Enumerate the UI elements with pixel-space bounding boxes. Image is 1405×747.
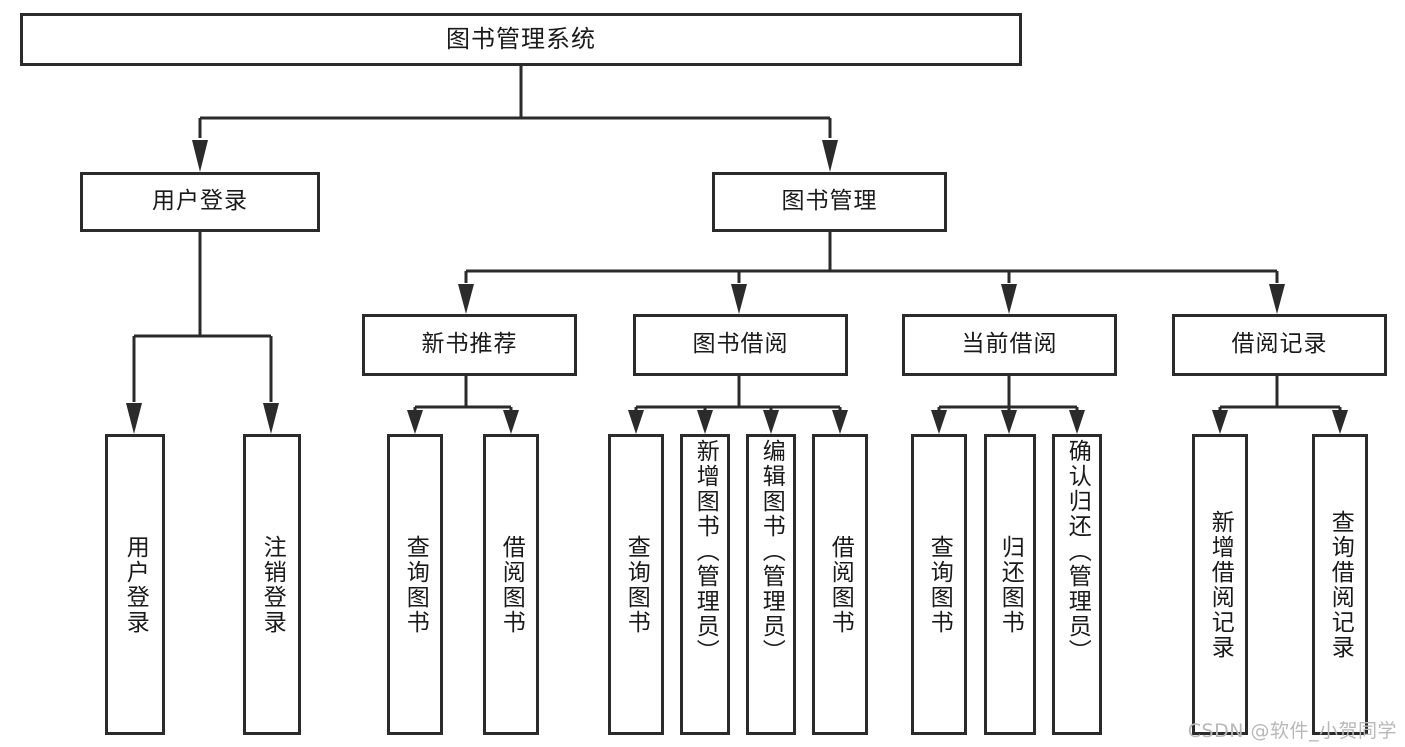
node-leaf-logout[interactable]: 注销登录	[243, 434, 301, 735]
node-label: 查询图书	[926, 534, 953, 635]
node-label: 编辑图书（管理员）	[758, 439, 785, 664]
node-book-borrow[interactable]: 图书借阅	[633, 314, 848, 376]
node-leaf-query-book-1[interactable]: 查询图书	[387, 434, 443, 735]
node-leaf-edit-book[interactable]: 编辑图书（管理员）	[746, 434, 796, 735]
node-label: 注销登录	[259, 534, 286, 635]
node-leaf-user-login[interactable]: 用户登录	[105, 434, 165, 735]
node-leaf-borrow-book-1[interactable]: 借阅图书	[483, 434, 539, 735]
node-label: 用户登录	[152, 188, 248, 215]
node-label: 图书管理	[781, 188, 878, 215]
csdn-watermark: CSDN @软件_小贺同学	[1187, 720, 1397, 742]
node-leaf-add-borrow-record[interactable]: 新增借阅记录	[1192, 434, 1248, 735]
node-borrow-record[interactable]: 借阅记录	[1172, 314, 1387, 376]
node-label: 新增图书（管理员）	[692, 439, 719, 664]
node-book-management[interactable]: 图书管理	[712, 172, 947, 232]
node-label: 确认归还（管理员）	[1064, 439, 1091, 664]
node-user-login[interactable]: 用户登录	[80, 172, 320, 232]
node-current-borrow[interactable]: 当前借阅	[902, 314, 1117, 376]
node-leaf-query-book-2[interactable]: 查询图书	[608, 434, 664, 735]
node-label: 借阅图书	[498, 534, 525, 635]
node-label: 查询图书	[623, 534, 650, 635]
node-label: 图书借阅	[692, 331, 789, 358]
node-label: 新增借阅记录	[1207, 509, 1234, 660]
node-root-book-management-system[interactable]: 图书管理系统	[20, 13, 1022, 66]
node-label: 新书推荐	[421, 331, 518, 358]
node-label: 图书管理系统	[446, 25, 596, 54]
node-label: 借阅图书	[827, 534, 854, 635]
node-leaf-query-book-3[interactable]: 查询图书	[911, 434, 967, 735]
node-label: 用户登录	[122, 534, 149, 635]
node-label: 查询借阅记录	[1327, 509, 1354, 660]
node-leaf-add-book[interactable]: 新增图书（管理员）	[680, 434, 730, 735]
node-leaf-query-borrow-record[interactable]: 查询借阅记录	[1312, 434, 1368, 735]
node-new-book-recommend[interactable]: 新书推荐	[362, 314, 577, 376]
node-leaf-confirm-return[interactable]: 确认归还（管理员）	[1052, 434, 1102, 735]
node-label: 当前借阅	[961, 331, 1058, 358]
node-leaf-borrow-book-2[interactable]: 借阅图书	[812, 434, 868, 735]
node-label: 归还图书	[997, 534, 1024, 635]
node-label: 查询图书	[402, 534, 429, 635]
node-label: 借阅记录	[1231, 331, 1328, 358]
node-leaf-return-book[interactable]: 归还图书	[984, 434, 1036, 735]
